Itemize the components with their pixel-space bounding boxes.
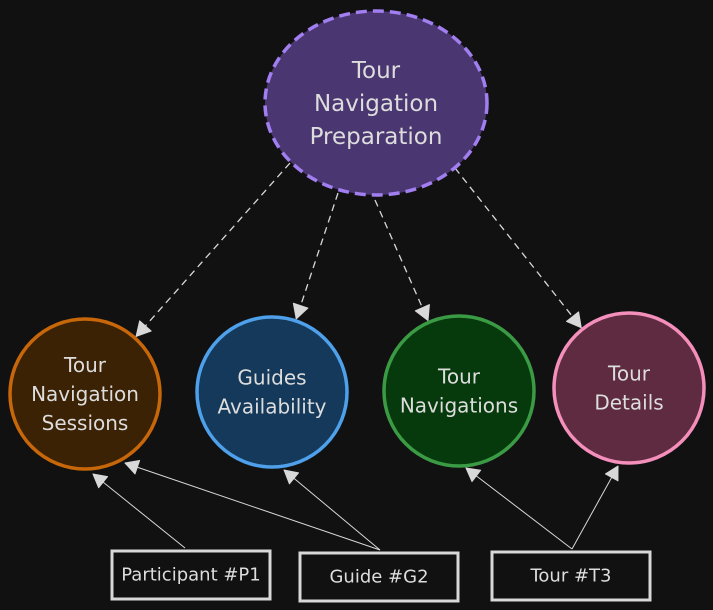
entity-node-sessions-label-line-3: Sessions — [42, 411, 129, 435]
edge-root-to-sessions-arrowhead — [135, 320, 152, 337]
entity-node-navigations-shape — [382, 314, 536, 468]
edge-tour-to-details-arrowhead — [604, 465, 619, 482]
edge-tour-to-details — [571, 465, 619, 550]
source-node-guide-box — [298, 551, 460, 603]
source-node-guide: Guide #G2 — [298, 551, 460, 603]
source-node-participant: Participant #P1 — [110, 549, 272, 601]
entity-node-guides-shape — [195, 315, 349, 469]
edge-root-to-details — [454, 167, 582, 329]
edge-root-to-sessions — [135, 162, 291, 337]
entity-node-sessions-label-line-1: Tour — [63, 353, 107, 377]
source-node-tour-box — [490, 550, 652, 602]
entity-node-navigations-label-line-2: Navigations — [400, 394, 518, 418]
edges-layer — [92, 162, 619, 551]
edge-participant-to-sessions-arrowhead — [92, 473, 109, 489]
edge-tour-to-navigations — [465, 467, 573, 550]
source-node-participant-label: Participant #P1 — [121, 565, 260, 586]
source-node-participant-box — [110, 549, 272, 601]
entity-node-sessions-label-line-2: Navigation — [31, 382, 139, 406]
source-node-tour: Tour #T3 — [490, 550, 652, 602]
edge-guide-to-sessions — [124, 462, 381, 551]
root-node-label-line-2: Navigation — [314, 91, 438, 117]
source-node-tour-label: Tour #T3 — [529, 566, 611, 587]
edge-root-to-navigations — [374, 199, 429, 321]
edge-root-to-navigations-arrowhead — [414, 304, 430, 322]
edge-guide-to-guides-arrowhead — [283, 469, 300, 485]
edge-root-to-guides — [295, 192, 339, 320]
entity-node-details-label-line-2: Details — [594, 391, 663, 415]
root-node-label-line-3: Preparation — [310, 124, 443, 150]
edge-tour-to-navigations-arrowhead — [465, 467, 482, 483]
source-node-guide-label: Guide #G2 — [329, 567, 428, 588]
edge-root-to-guides-arrowhead — [292, 302, 309, 320]
entity-node-guides-label-line-1: Guides — [237, 366, 306, 390]
root-node-shape — [263, 9, 489, 197]
entity-node-details-label-line-1: Tour — [607, 362, 651, 386]
edge-guide-to-guides — [283, 469, 381, 551]
edge-root-to-details-arrowhead — [566, 311, 582, 329]
entity-node-sessions-shape — [8, 317, 162, 471]
nodes-layer: TourNavigationPreparationTourNavigationS… — [8, 9, 706, 603]
entity-node-details-shape — [552, 311, 706, 465]
root-node-label-line-1: Tour — [351, 58, 401, 84]
edge-participant-to-sessions — [92, 473, 186, 549]
entity-node-navigations-label-line-1: Tour — [437, 365, 481, 389]
edge-guide-to-sessions-arrowhead — [124, 459, 141, 475]
entity-node-guides-label-line-2: Availability — [217, 395, 326, 419]
